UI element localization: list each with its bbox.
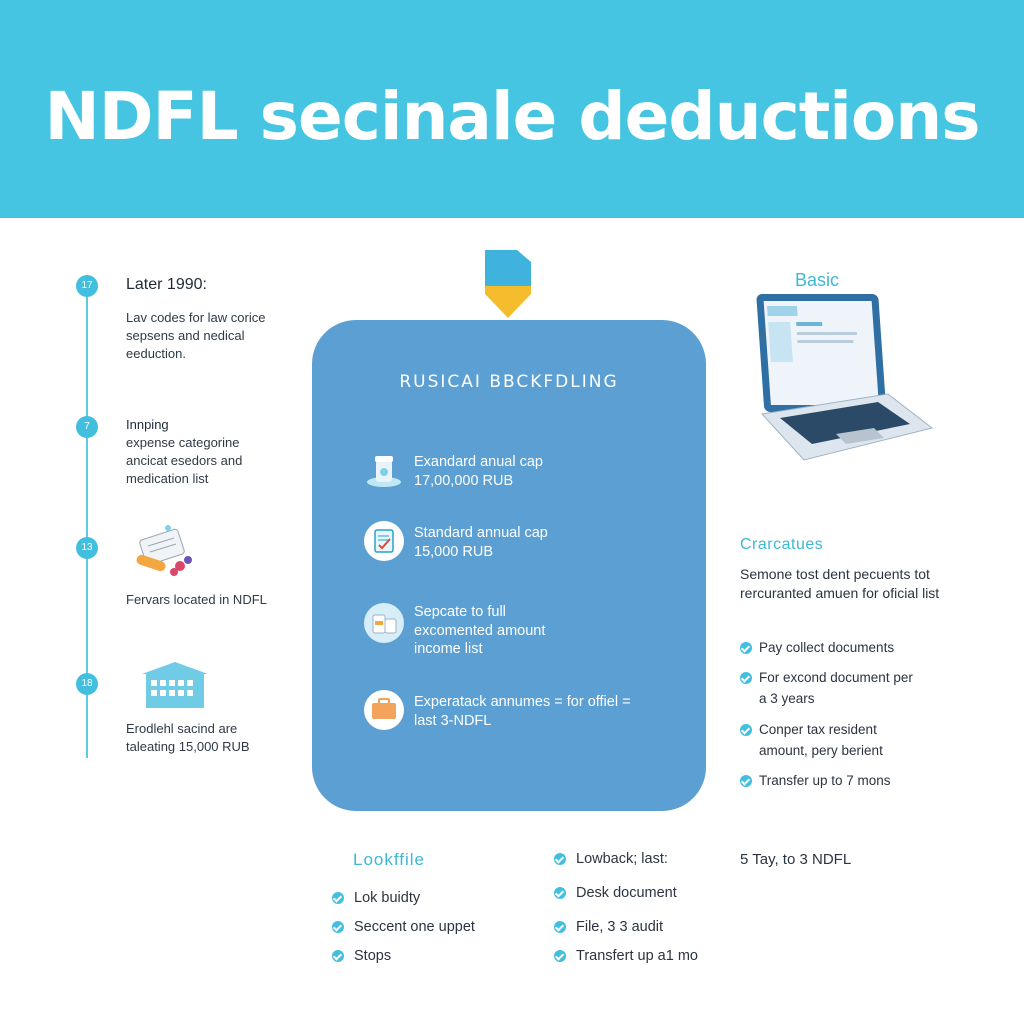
check-icon: [740, 642, 752, 654]
header-banner: NDFL secinale deductions: [0, 0, 1024, 218]
page-title: NDFL secinale deductions: [44, 78, 981, 155]
bottom-list-item: Stops: [354, 948, 392, 964]
timeline-badge: 17: [76, 275, 98, 297]
checklist-item: Pay collect documents: [759, 640, 895, 655]
timeline-text: Erodlehl sacind are taleating 15,000 RUB: [126, 721, 250, 754]
checklist-item: Conper tax resident amount, pery berient: [759, 722, 883, 758]
bottom-list-item: Transfert up a1 mo: [576, 948, 698, 964]
timeline-badge: 7: [76, 416, 98, 438]
briefcase-icon: [364, 690, 404, 730]
bottom-list-item: File, 3 3 audit: [576, 919, 664, 935]
bottom-list-item: Desk document: [576, 885, 677, 901]
check-icon: [554, 887, 566, 899]
building-icon: [142, 662, 208, 708]
shield-logo-icon: [485, 250, 531, 318]
medicine-pile-icon: [136, 525, 192, 576]
card-row-text: Experatack annumes = for offiel =last 3-…: [414, 694, 631, 729]
check-icon: [554, 853, 566, 865]
bottom-list-item: Lok buidty: [354, 890, 421, 906]
bottom-heading: Lookffile: [353, 850, 426, 869]
timeline-line: [86, 286, 88, 758]
laptop-icon: [756, 294, 934, 461]
timeline-title: Later 1990:: [126, 276, 207, 293]
right-heading: Crarcatues: [740, 536, 824, 553]
checklist-item: For excond document per a 3 years: [759, 670, 913, 706]
timeline-text: Fervars located in NDFL: [126, 592, 267, 607]
document-check-icon: [364, 521, 404, 561]
pill-bottle-icon: [364, 450, 404, 490]
right-description: Semone tost dent pecuents tot rercurante…: [740, 566, 940, 601]
medicine-jar-icon: [364, 603, 404, 643]
check-icon: [332, 950, 344, 962]
check-icon: [554, 950, 566, 962]
timeline-text: Lav codes for law corice sepsens and ned…: [126, 310, 266, 361]
check-icon: [740, 724, 752, 736]
timeline-text: expense categorine ancicat esedors and m…: [126, 435, 243, 486]
card-title: RUSICAI BBCKFDLING: [399, 372, 619, 392]
check-icon: [332, 921, 344, 933]
bottom-note: 5 Tay, to 3 NDFL: [740, 851, 852, 868]
timeline-badge: 13: [76, 537, 98, 559]
checklist-item: Transfer up to 7 mons: [759, 773, 891, 788]
check-icon: [332, 892, 344, 904]
check-icon: [554, 921, 566, 933]
laptop-label: Basic: [795, 270, 840, 290]
bottom-list-item: Seccent one uppet: [354, 919, 475, 935]
timeline-title: Innping: [126, 417, 169, 432]
timeline-badge: 18: [76, 673, 98, 695]
bottom-list-item: Lowback; last:: [576, 851, 668, 867]
check-icon: [740, 775, 752, 787]
check-icon: [740, 672, 752, 684]
